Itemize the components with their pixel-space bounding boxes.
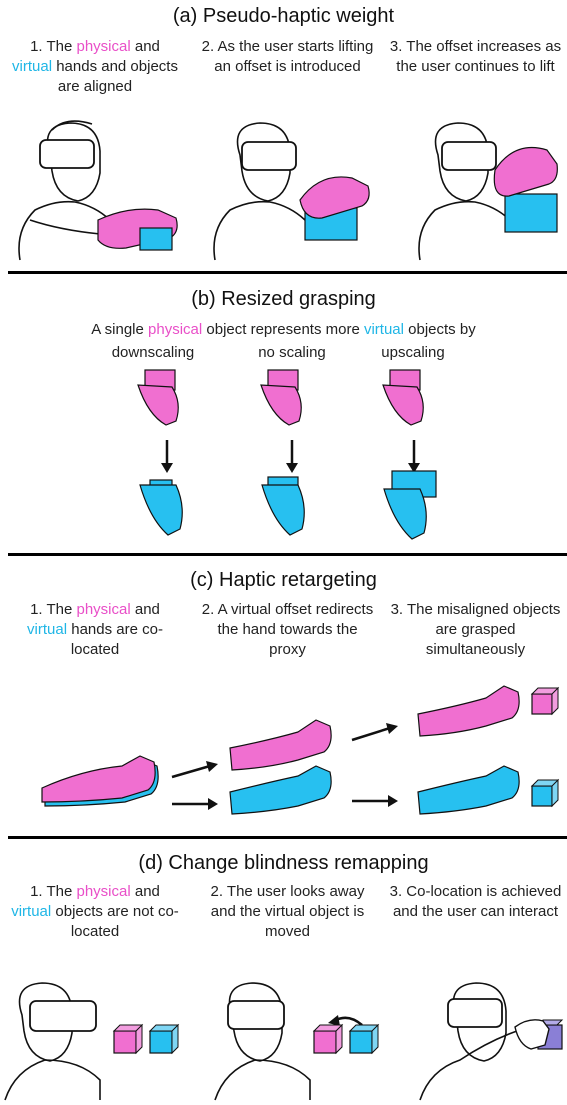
physical-word: physical [76,38,131,55]
virtual-arm-3 [417,765,520,815]
scaling-label-none: no scaling [258,344,326,361]
physical-hand-2 [260,384,302,426]
section-d-caption-1: 1. The physical and virtual objects are … [11,883,179,940]
section-a-caption-1: 1. The physical and virtual hands and ob… [12,38,178,95]
virtual-cube-d2 [349,1030,373,1054]
virtual-hand-3 [383,488,427,540]
section-b-title: (b) Resized grasping [191,288,376,310]
hand-physical-3 [493,146,558,197]
user-figure-2 [213,122,306,261]
arrow-up-right [171,764,211,779]
virtual-word: virtual [12,58,53,75]
physical-arm-1 [41,755,156,803]
vr-headset-icon [241,141,297,171]
user-figure-3 [418,122,511,261]
physical-hand-3 [382,384,424,426]
section-a-caption-2: 2. As the user starts lifting an offset … [201,38,374,75]
user-figure-1 [18,120,141,261]
physical-word: physical [76,883,131,900]
section-c-title: (c) Haptic retargeting [190,569,377,591]
virtual-word: virtual [363,321,404,338]
physical-word: physical [148,321,203,338]
vr-headset-icon [441,141,497,171]
virtual-hand-2 [261,484,305,536]
physical-word: physical [76,601,131,618]
arrow-up-right-2 [351,726,391,742]
user-figure-4 [4,982,101,1101]
vr-headset-icon [227,1000,285,1030]
user-figure-5 [214,982,311,1101]
virtual-word: virtual [27,621,68,638]
virtual-arm-2 [229,765,332,815]
physical-cube-3 [531,693,553,715]
physical-cube-d1 [113,1030,137,1054]
section-divider-2 [8,553,567,556]
scaling-label-upscaling: upscaling [381,344,445,361]
vr-headset-icon [39,139,95,169]
section-d-illustrations [4,982,564,1101]
section-divider-3 [8,836,567,839]
section-c-caption-3: 3. The misaligned objects are grasped si… [390,601,561,658]
physical-hand-1 [137,384,179,426]
virtual-hand-1 [139,484,183,536]
section-a-title: (a) Pseudo-haptic weight [172,5,395,27]
scaling-label-downscaling: downscaling [111,344,195,361]
user-hand-d3 [514,1019,550,1050]
virtual-object-1 [139,227,173,251]
section-a-caption-3: 3. The offset increases as the user cont… [389,38,562,75]
virtual-word: virtual [11,903,52,920]
section-b-illustrations [137,369,437,540]
section-a-illustrations [18,120,558,261]
physical-arm-2 [229,719,332,771]
hand-physical-2 [299,176,370,219]
section-c-caption-2: 2. A virtual offset redirects the hand t… [201,601,374,658]
physical-arm-3 [417,685,520,737]
section-b-caption: A single physical object represents more… [91,321,476,338]
virtual-cube-3 [531,785,553,807]
section-divider-1 [8,271,567,274]
virtual-cube-d1 [149,1030,173,1054]
section-d-title: (d) Change blindness remapping [138,852,429,874]
section-c-illustrations [41,685,560,815]
vr-headset-icon [447,998,503,1028]
section-c-caption-1: 1. The physical and virtual hands are co… [27,601,163,658]
section-d-caption-2: 2. The user looks away and the virtual o… [210,883,365,940]
section-d-caption-3: 3. Co-location is achieved and the user … [389,883,562,920]
vr-headset-icon [29,1000,97,1032]
virtual-object-3 [504,193,558,233]
physical-cube-d2 [313,1030,337,1054]
